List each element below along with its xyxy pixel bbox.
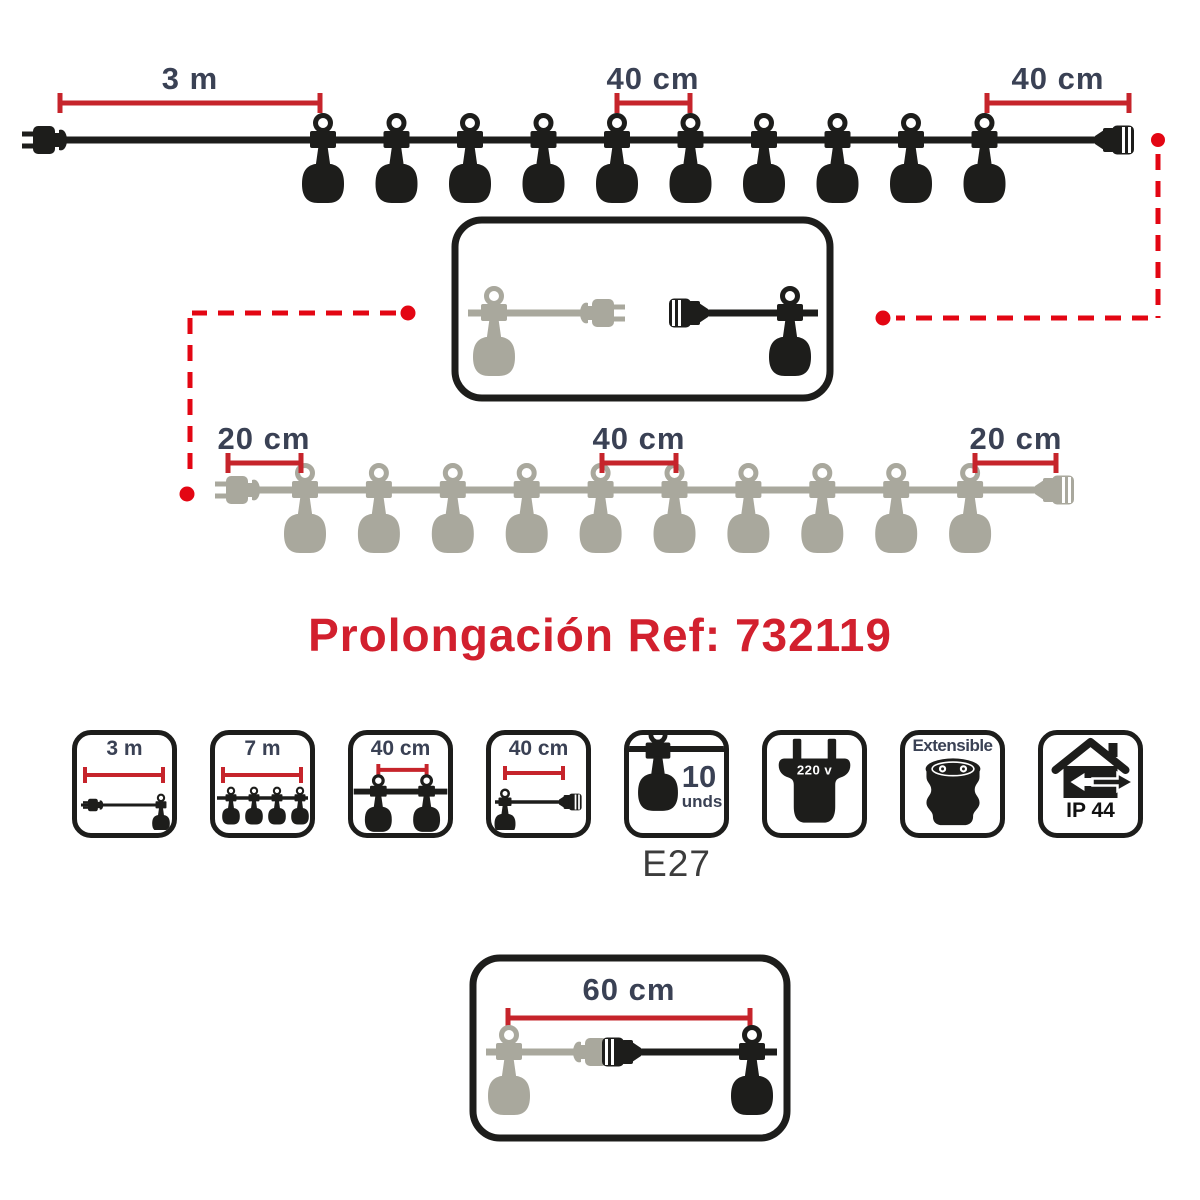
- string-socket-icon: [654, 466, 696, 554]
- measure-label-20cm-left: 20 cm: [218, 421, 311, 456]
- string-socket-icon: [670, 116, 712, 204]
- black-string-sockets: [302, 116, 1006, 204]
- arrow-in-icon: [1070, 773, 1107, 791]
- extensible-connector-icon: [925, 758, 980, 825]
- extensible-label: Extensible: [912, 736, 993, 755]
- spec-badges-row: 3 m 7 m 40 cm: [72, 730, 1143, 838]
- arrow-out-icon: [1091, 770, 1137, 794]
- gray-string-plug-icon: [215, 476, 260, 504]
- black-string: [22, 116, 1134, 204]
- length-7m-icon: [217, 767, 310, 826]
- badge-spacing-label: 40 cm: [370, 737, 431, 760]
- string-socket-icon: [523, 116, 565, 204]
- black-string-end-connector-icon: [1095, 125, 1134, 155]
- string-socket-icon: [743, 116, 785, 204]
- badge-length-7m: 7 m: [210, 730, 315, 838]
- measure-line-20cm-right: [972, 453, 1059, 473]
- badge-end-40cm: 40 cm: [486, 730, 591, 838]
- badge-end-label: 40 cm: [508, 737, 569, 760]
- badge-length-3m: 3 m: [72, 730, 177, 838]
- bulb-count-unit: unds: [682, 792, 723, 811]
- ip44-label: IP 44: [1066, 799, 1115, 822]
- measure-line-40cm-end: [984, 93, 1132, 113]
- detail-box-frame: [451, 216, 834, 402]
- gray-string-sockets: [284, 466, 991, 554]
- string-socket-icon: [302, 116, 344, 204]
- dashed-dot-top-right: [1151, 133, 1165, 147]
- measure-line-20cm-left: [225, 453, 304, 473]
- badge-7m-label: 7 m: [244, 737, 281, 760]
- detail-black-part: [669, 289, 818, 377]
- string-socket-icon: [964, 116, 1006, 204]
- string-socket-icon: [727, 466, 769, 554]
- joined-black-part: [602, 1028, 777, 1116]
- string-socket-icon: [596, 116, 638, 204]
- black-string-plug-icon: [22, 126, 67, 154]
- badge-voltage: 220 v: [762, 730, 867, 838]
- measure-label-40cm-mid: 40 cm: [607, 61, 700, 96]
- dashed-line-left: [187, 310, 396, 478]
- dashed-link-left: [179, 305, 416, 502]
- string-socket-icon: [432, 466, 474, 554]
- black-string-measures: 3 m 40 cm 40 cm: [57, 61, 1132, 113]
- bulb-count-value: 10: [682, 759, 716, 794]
- badge-spacing-40cm: 40 cm: [348, 730, 453, 838]
- house-ip44-icon: [1051, 738, 1137, 798]
- product-title: Prolongación Ref: 732119: [308, 609, 892, 661]
- spacing-40cm-icon: [353, 764, 448, 833]
- measure-line-40cm-gray: [599, 453, 679, 473]
- badge-ip44: IP 44: [1038, 730, 1143, 838]
- badge-bulb-count: 10 unds: [624, 730, 729, 838]
- dashed-link-right: [875, 133, 1165, 326]
- gray-string: [215, 466, 1074, 554]
- length-3m-icon: [81, 767, 171, 831]
- string-socket-icon: [801, 466, 843, 554]
- dashed-dot-gray-start: [179, 486, 195, 502]
- string-socket-icon: [449, 116, 491, 204]
- measure-line-40cm-mid: [614, 93, 693, 113]
- string-socket-icon: [817, 116, 859, 204]
- gray-string-measures: 20 cm 40 cm 20 cm: [218, 421, 1063, 473]
- detail-gray-part: [468, 289, 625, 377]
- badge-extensible: Extensible: [900, 730, 1005, 838]
- end-40cm-icon: [493, 766, 582, 831]
- string-socket-icon: [580, 466, 622, 554]
- measure-label-40cm-end: 40 cm: [1012, 61, 1105, 96]
- dashed-line-right: [896, 154, 1161, 321]
- string-socket-icon: [506, 466, 548, 554]
- string-socket-icon: [875, 466, 917, 554]
- measure-line-3m: [57, 93, 323, 113]
- badge-3m-label: 3 m: [106, 737, 143, 760]
- string-socket-icon: [284, 466, 326, 554]
- joined-gray-part: [486, 1028, 618, 1116]
- measure-label-20cm-right: 20 cm: [970, 421, 1063, 456]
- dashed-dot-box-left: [400, 305, 416, 321]
- bulb-type-caption: E27: [642, 843, 711, 884]
- string-socket-icon: [890, 116, 932, 204]
- string-socket-icon: [949, 466, 991, 554]
- dashed-dot-box-right: [875, 310, 891, 326]
- joined-detail-box: 60 cm: [469, 954, 791, 1142]
- measure-label-40cm-gray: 40 cm: [593, 421, 686, 456]
- voltage-label: 220 v: [797, 763, 833, 778]
- string-socket-icon: [376, 116, 418, 204]
- gray-string-end-connector-icon: [1035, 475, 1074, 505]
- plug-220v-icon: 220 v: [778, 738, 851, 823]
- socket-count-icon: 10 unds: [629, 735, 724, 833]
- measure-label-3m: 3 m: [162, 61, 218, 96]
- measure-label-60cm: 60 cm: [583, 972, 676, 1007]
- connection-detail-box: [451, 216, 834, 402]
- string-socket-icon: [358, 466, 400, 554]
